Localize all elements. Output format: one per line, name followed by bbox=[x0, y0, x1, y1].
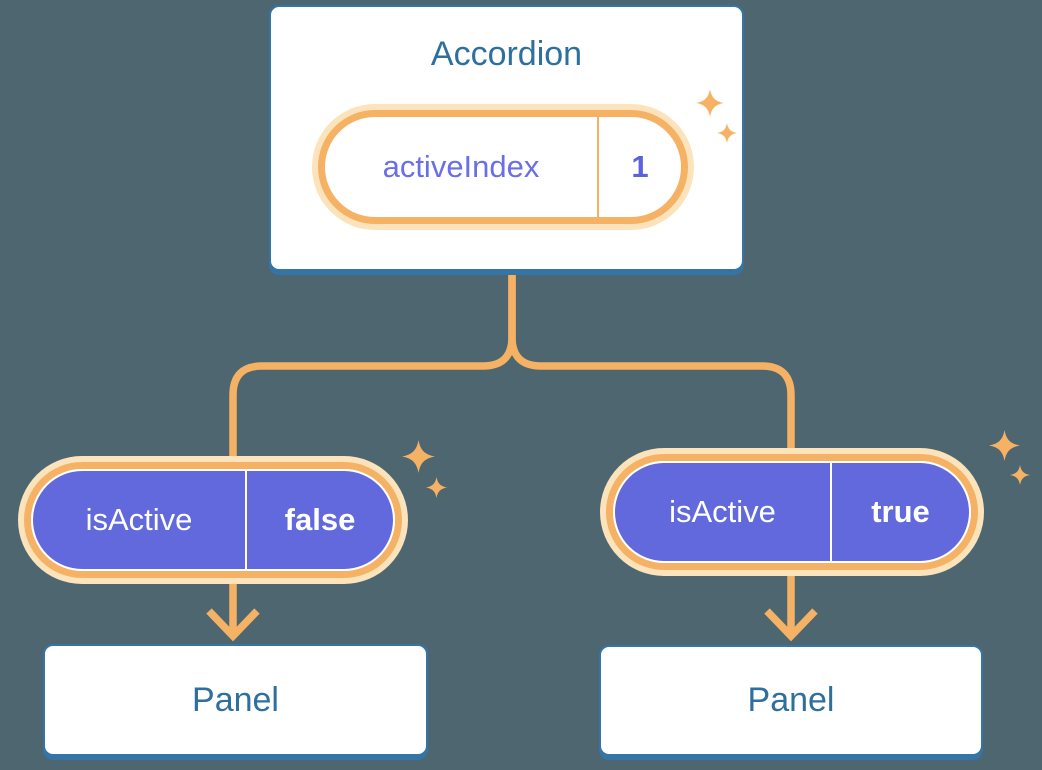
sparkle-icon bbox=[696, 89, 724, 117]
prop-pill-left: isActive false bbox=[24, 462, 402, 578]
prop-pill-right: isActive true bbox=[606, 454, 978, 570]
state-pill: activeIndex 1 bbox=[318, 110, 688, 224]
panel-right-label: Panel bbox=[747, 681, 835, 719]
state-pill-label: activeIndex bbox=[382, 149, 540, 184]
prop-pill-right-value: true bbox=[830, 463, 969, 561]
arrowhead-right-icon bbox=[764, 608, 818, 642]
prop-pill-left-label: isActive bbox=[85, 502, 193, 537]
accordion-title: Accordion bbox=[430, 35, 583, 73]
prop-pill-right-body: isActive true bbox=[613, 461, 971, 563]
sparkle-icon bbox=[717, 123, 737, 143]
prop-pill-left-body: isActive false bbox=[31, 469, 395, 571]
arrowhead-left-icon bbox=[206, 608, 260, 642]
prop-pill-right-label: isActive bbox=[669, 494, 776, 529]
sparkle-icon bbox=[402, 440, 435, 473]
state-pill-body: activeIndex 1 bbox=[325, 117, 681, 217]
panel-left-label: Panel bbox=[192, 680, 279, 719]
prop-pill-left-value: false bbox=[245, 471, 393, 569]
state-pill-value: 1 bbox=[597, 117, 681, 217]
connector-trunk-right-branch bbox=[508, 268, 795, 633]
sparkle-icon bbox=[989, 430, 1020, 461]
sparkle-icon bbox=[426, 477, 447, 498]
panel-left: Panel bbox=[43, 644, 428, 756]
connector-trunk-left-branch bbox=[229, 268, 516, 633]
panel-right: Panel bbox=[599, 645, 983, 756]
sparkle-icon bbox=[1010, 465, 1030, 485]
